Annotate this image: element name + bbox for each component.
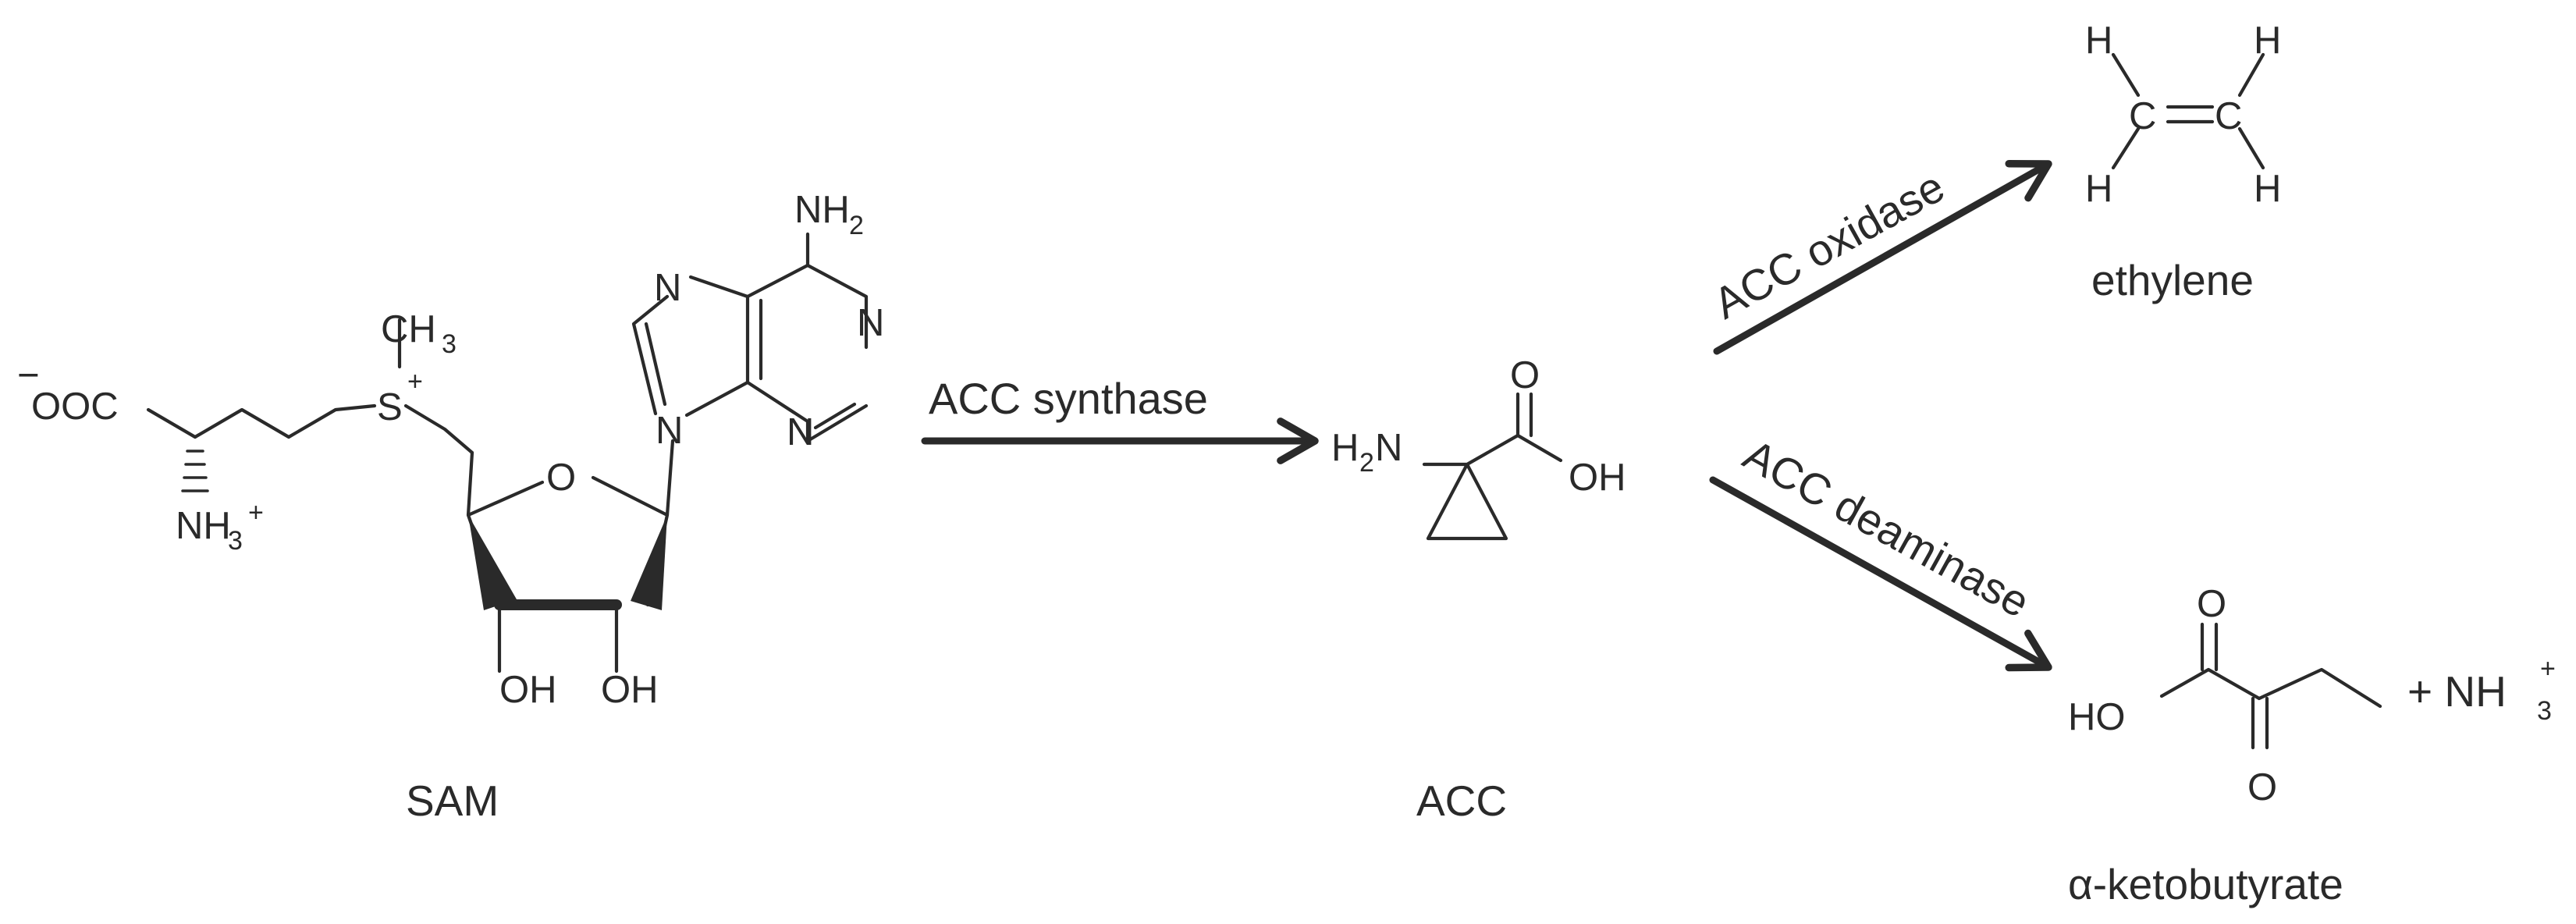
sam-wedge-left (468, 515, 517, 610)
sam-name: SAM (406, 777, 499, 825)
ketobutyrate-structure: HO O O α-ketobutyrate (2068, 583, 2382, 908)
sam-n7-label: N (654, 267, 681, 309)
sam-sulfur-label: S (377, 386, 403, 428)
acc-deaminase-arrow (1709, 476, 2052, 672)
acc-amine-subscript: 2 (1359, 448, 1374, 478)
sam-nh2-subscript: 2 (849, 211, 864, 240)
ethylene-bonds (2111, 52, 2265, 170)
sam-amine-subscript: 3 (228, 526, 243, 556)
ammonium-subscript: 3 (2537, 696, 2552, 726)
ammonium-byproduct: + NH 3 + (2407, 654, 2556, 726)
ethylene-h-top-right: H (2254, 20, 2281, 62)
sam-amine-label: NH (176, 505, 231, 547)
ethylene-h-bottom-right: H (2254, 168, 2281, 210)
sam-nh2-label: NH (794, 189, 850, 231)
ketobutyrate-hydroxyl: HO (2068, 696, 2126, 738)
acc-deaminase-step: ACC deaminase (1709, 429, 2052, 672)
acc-structure: H 2 N O OH ACC (1331, 354, 1626, 825)
sam-stereo-hash (181, 450, 209, 492)
acc-oxidase-label: ACC oxidase (1705, 162, 1952, 329)
sam-sulfur-charge: + (407, 367, 423, 396)
acc-carbonyl-oxygen: O (1510, 354, 1540, 396)
sam-amine-charge: + (248, 498, 264, 528)
ketobutyrate-bonds (2159, 622, 2382, 750)
ethylene-h-top-left: H (2085, 20, 2112, 62)
acc-oxidase-step: ACC oxidase (1705, 160, 2052, 355)
acc-amine-nitrogen: N (1375, 427, 1402, 469)
sam-hydroxyl-left: OH (499, 669, 557, 711)
sam-methyl-subscript: 3 (442, 329, 457, 359)
ethylene-structure: H H H H C C ethylene (2085, 20, 2281, 304)
sam-n3-label: N (787, 411, 814, 453)
sam-carboxylate-charge: − (17, 354, 40, 396)
sam-carboxylate-label: OOC (31, 386, 119, 428)
acc-name: ACC (1416, 777, 1507, 825)
ethylene-h-bottom-left: H (2085, 168, 2112, 210)
sam-n1-label: N (857, 302, 884, 344)
acc-bonds (1422, 392, 1563, 541)
sam-adenine-bonds (631, 232, 869, 517)
acc-hydroxyl-label: OH (1569, 457, 1626, 499)
sam-n9-label: N (656, 410, 683, 452)
sam-methyl-label: CH (381, 308, 436, 350)
sam-backbone-bonds (146, 318, 474, 455)
acc-deaminase-label: ACC deaminase (1736, 429, 2038, 627)
ethylene-name: ethylene (2091, 256, 2254, 304)
ketobutyrate-name: α-ketobutyrate (2068, 860, 2343, 908)
sam-structure: − OOC NH 3 + S + CH 3 O OH OH N N N N NH… (17, 189, 884, 825)
sam-hydroxyl-right: OH (601, 669, 659, 711)
sam-wedge-right (631, 515, 667, 610)
acc-amine-label: H (1331, 427, 1359, 469)
sam-ring-oxygen-label: O (546, 457, 576, 499)
ethylene-carbon-right: C (2215, 95, 2242, 137)
ammonium-charge: + (2540, 654, 2556, 684)
acc-synthase-label: ACC synthase (929, 374, 1208, 423)
ketobutyrate-keto-oxygen: O (2247, 766, 2277, 808)
ethylene-carbon-left: C (2129, 95, 2156, 137)
acc-oxidase-arrow (1713, 160, 2052, 355)
acc-synthase-step: ACC synthase (921, 374, 1319, 464)
ammonium-label: + NH (2407, 667, 2507, 716)
ketobutyrate-acid-oxygen: O (2197, 583, 2226, 625)
